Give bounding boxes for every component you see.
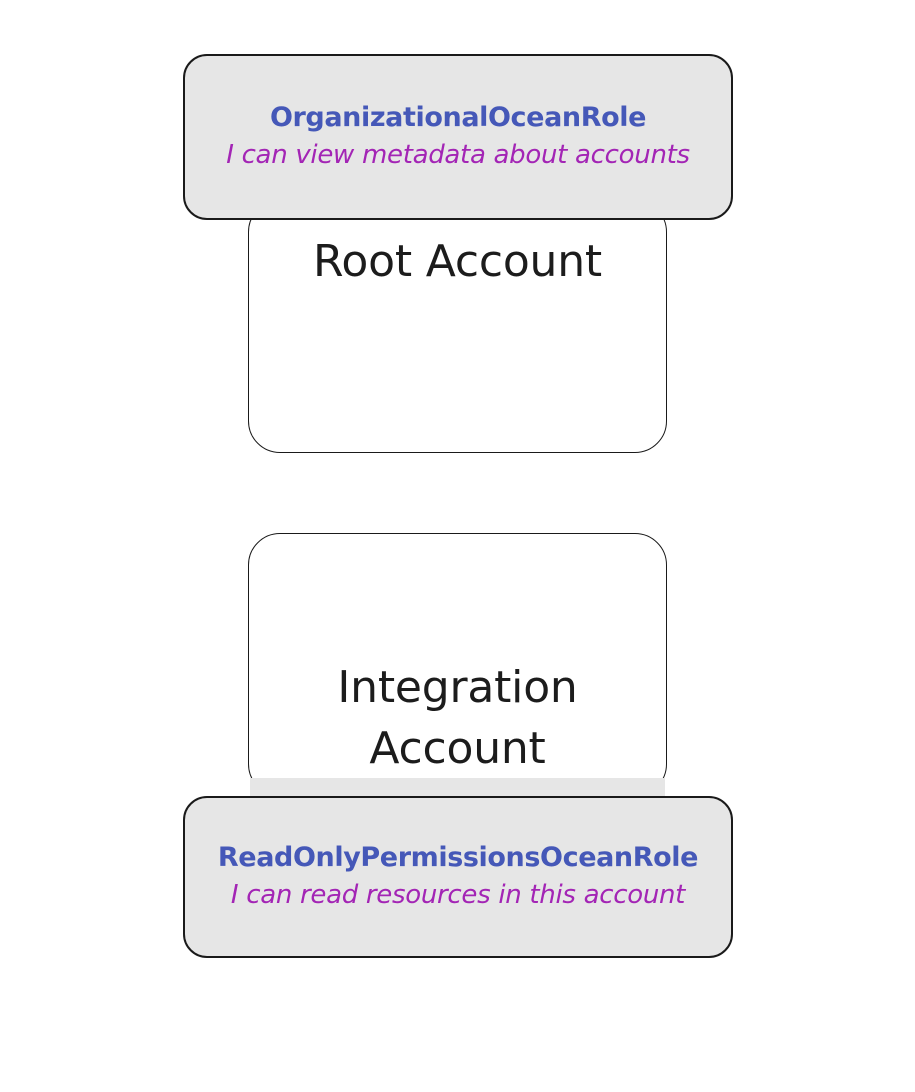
readonly-permissions-ocean-role-name: ReadOnlyPermissionsOceanRole xyxy=(217,842,699,874)
readonly-permissions-ocean-role-badge[interactable]: ReadOnlyPermissionsOceanRole I can read … xyxy=(183,796,733,958)
organizational-ocean-role-description: I can view metadata about accounts xyxy=(226,140,690,171)
organizational-ocean-role-badge[interactable]: OrganizationalOceanRole I can view metad… xyxy=(183,54,733,220)
readonly-permissions-ocean-role-description: I can read resources in this account xyxy=(230,880,686,911)
root-account-label: Root Account xyxy=(313,236,602,288)
integration-account-label: Integration Account xyxy=(337,661,578,774)
root-account-box[interactable]: Root Account xyxy=(248,200,667,453)
integration-account-box[interactable]: Integration Account xyxy=(248,533,667,796)
organizational-ocean-role-name: OrganizationalOceanRole xyxy=(269,102,647,134)
integration-account-seam-cover xyxy=(250,778,665,796)
